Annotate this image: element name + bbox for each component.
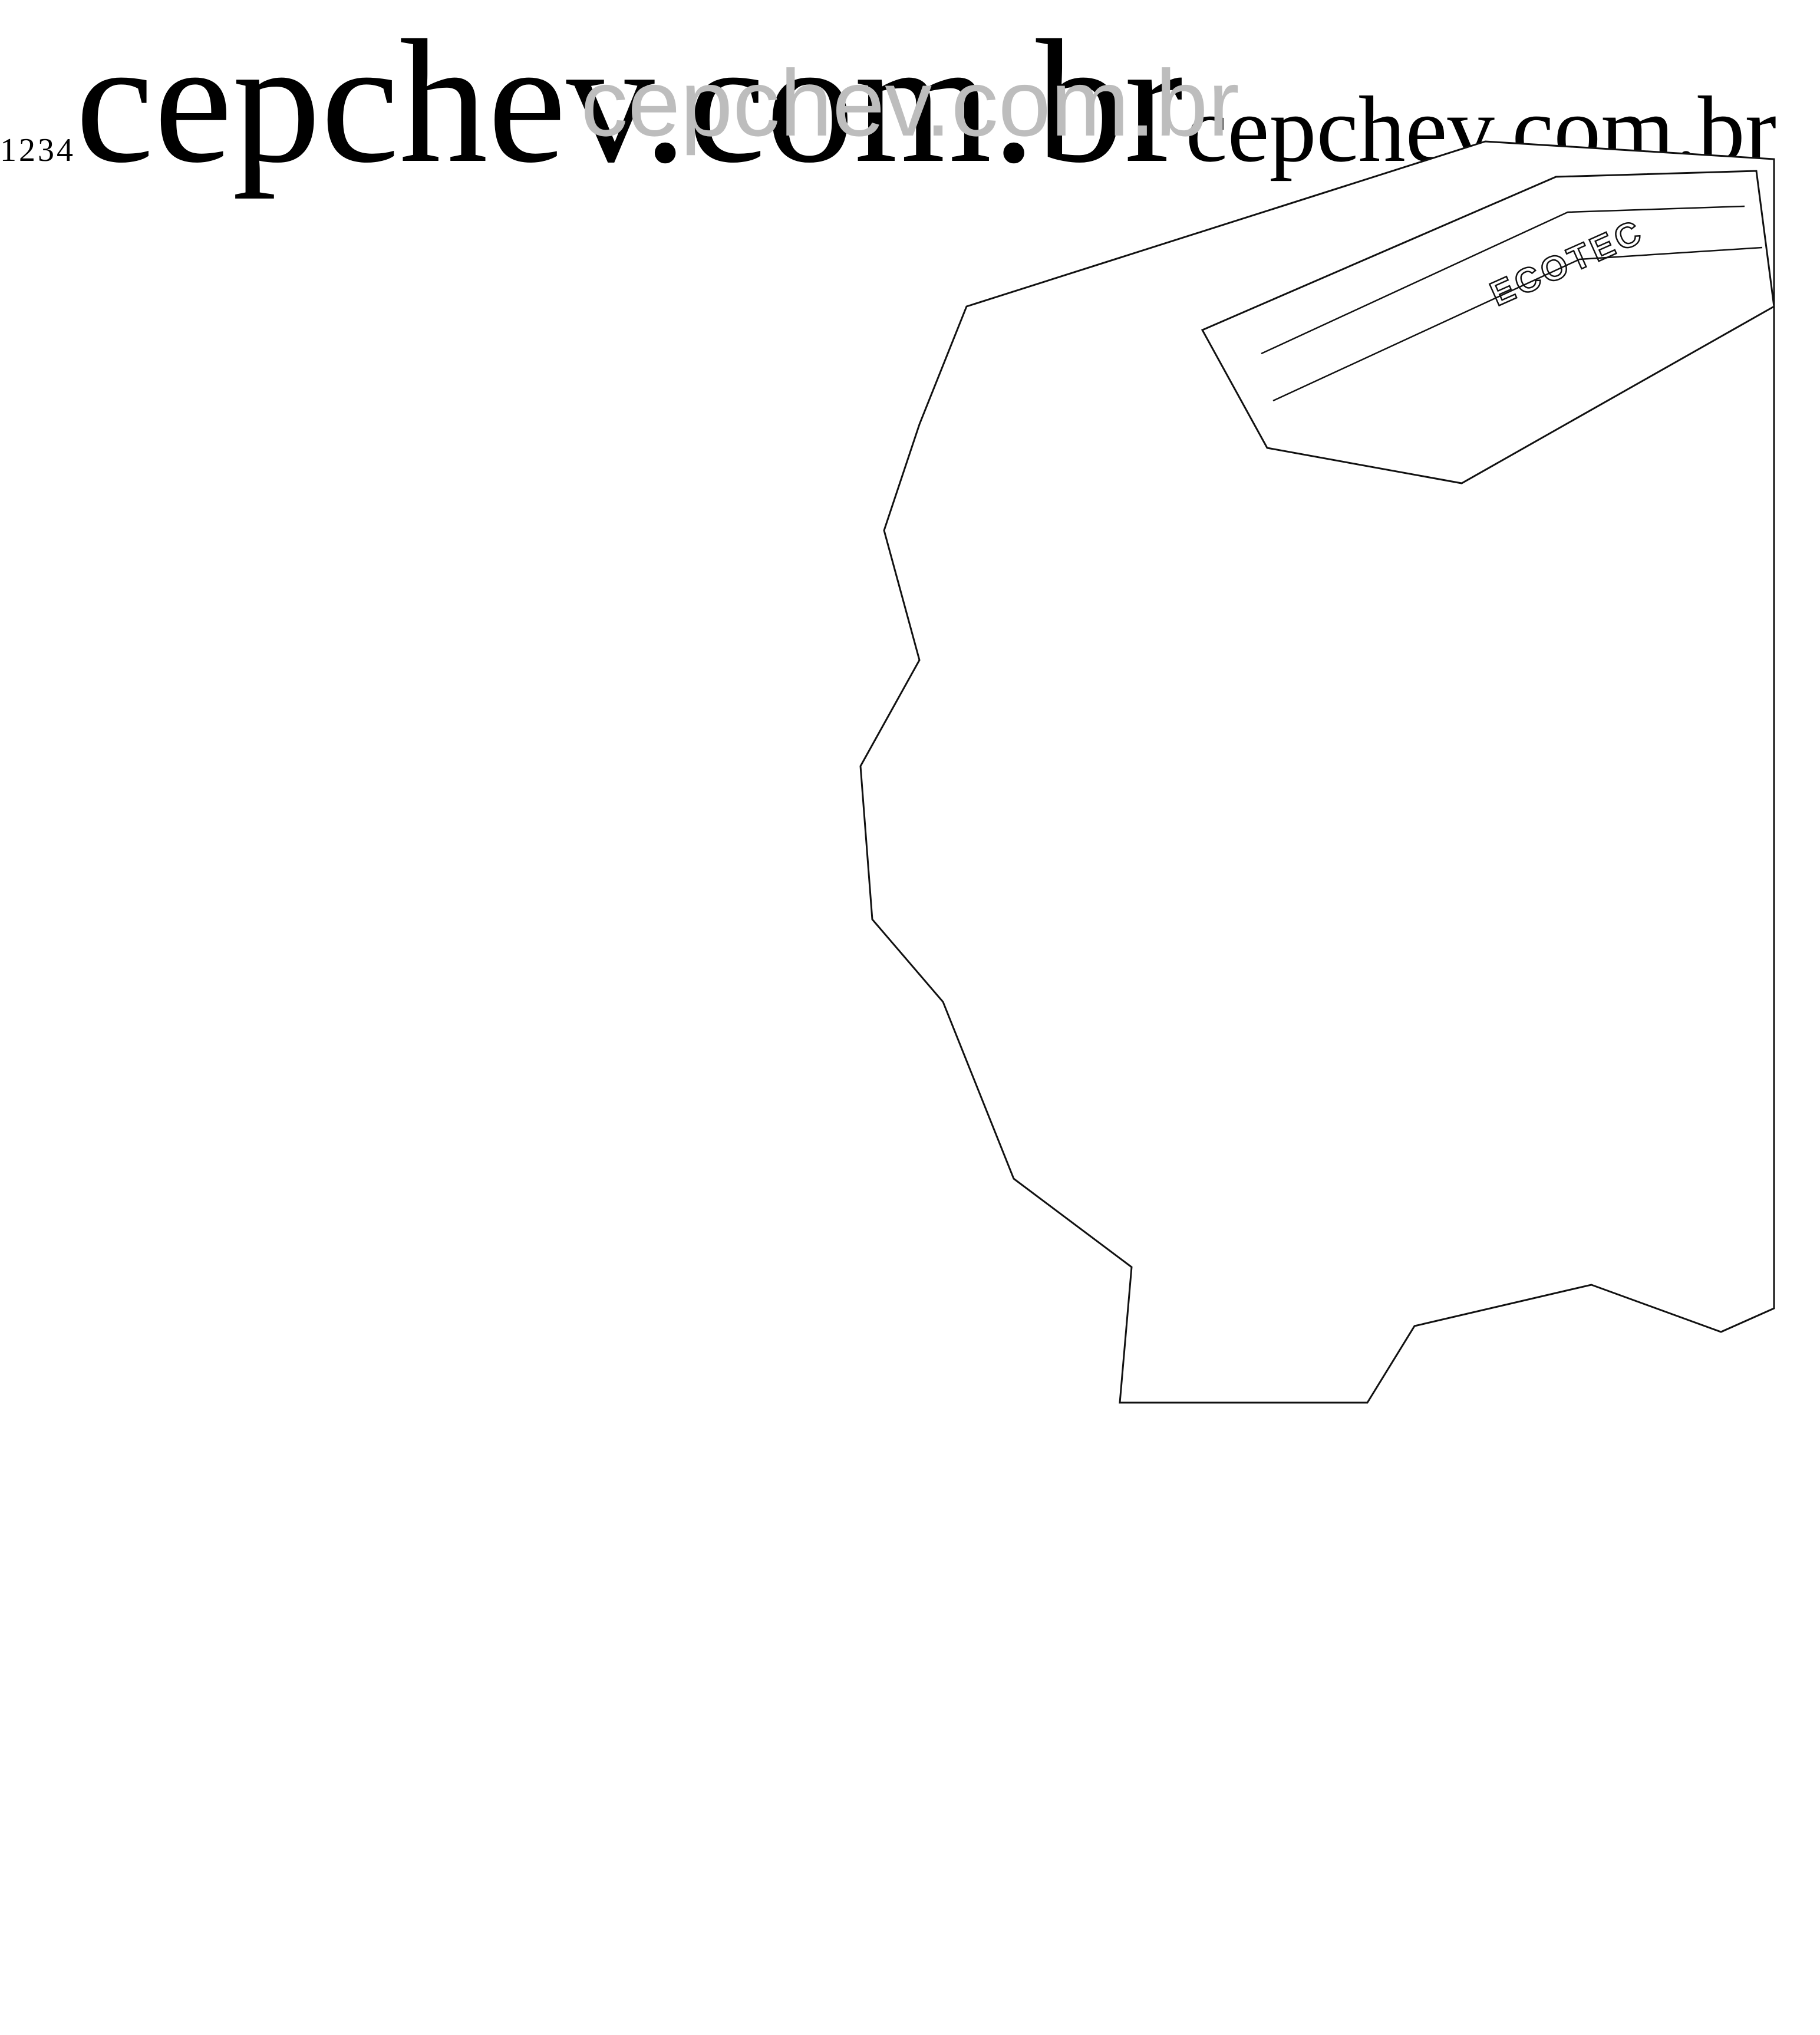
leader-line-2: 1 2 3 4 cepchev.com.br cepchev.com.br co… — [0, 4, 1776, 199]
callout-2: 2 — [19, 132, 35, 169]
leader-line-4: 1 2 3 4 cepchev.com.br cepchev.com.br co… — [0, 4, 1776, 199]
callout-1: 1 — [0, 132, 17, 169]
callout-4: 4 — [57, 132, 73, 169]
leader-line-3: 1 2 3 4 cepchev.com.br cepchev.com.br co… — [0, 4, 1776, 199]
callout-3: 3 — [38, 132, 54, 169]
engine-illustration: ECOTEC — [859, 140, 1775, 1404]
watermark-top: cepchev.com.br — [581, 50, 1239, 156]
watermark-diagonal: cepchev.com.br — [75, 4, 1183, 199]
chevrolet-logo: 1 2 3 4 cepchev.com.br cepchev.com.br co… — [0, 4, 1776, 199]
leader-line-1: 1 2 3 4 cepchev.com.br cepchev.com.br co… — [0, 4, 1776, 199]
